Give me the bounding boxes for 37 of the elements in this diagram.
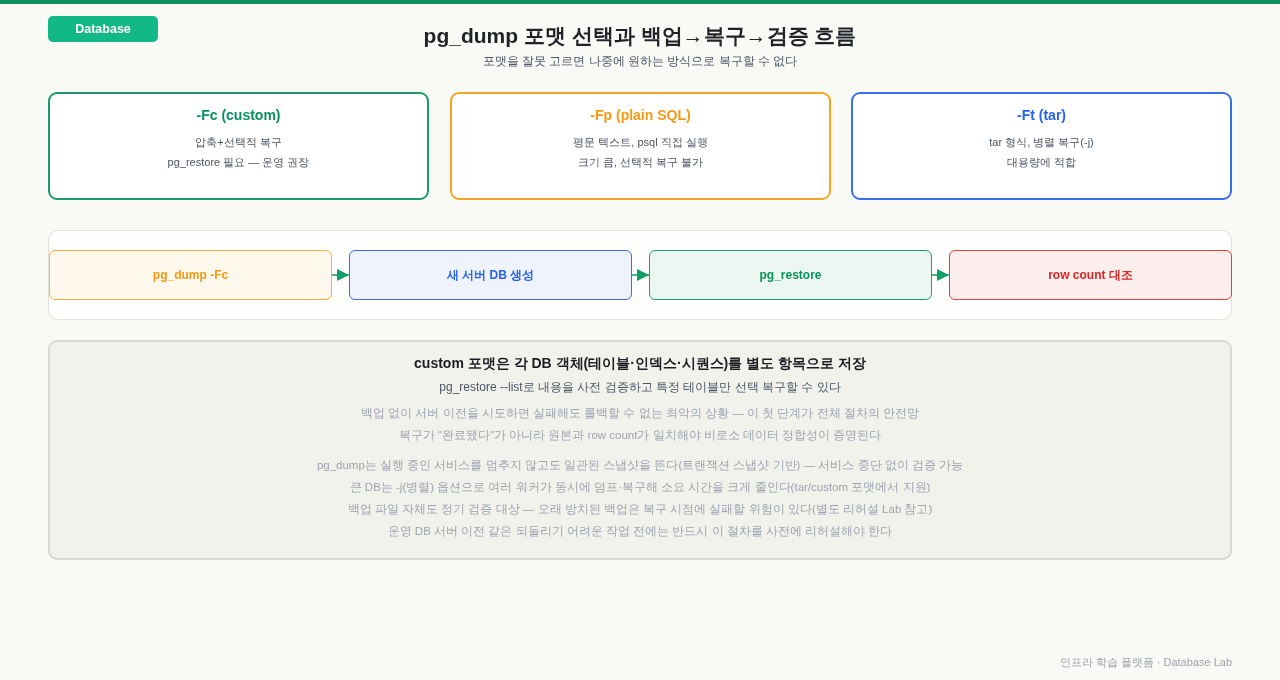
info-panel <box>48 340 1232 560</box>
process-step <box>349 250 632 300</box>
arrow <box>931 269 950 281</box>
panel-subheading: pg_restore --list로 내용을 사전 검증하고 특정 테이블만 선택 복구할 수 있다 <box>439 379 841 396</box>
step-label: pg_dump -Fc <box>152 267 229 283</box>
arrow <box>631 269 650 281</box>
card-description: 대용량에 적합 <box>1006 155 1077 170</box>
format-card <box>48 92 429 200</box>
card-title: -Fc (custom) <box>196 106 281 125</box>
note-text: 운영 DB 서버 이전 같은 되돌리기 어려운 작업 전에는 반드시 이 절차를 사전에 리허설해야 한다 <box>387 524 893 539</box>
arrow <box>331 269 350 281</box>
category-badge: Database <box>48 16 158 42</box>
note-text: pg_dump는 실행 중인 서비스를 멈추지 않고도 일관된 스냅샷을 뜬다(트랜잭션 스냅샷 기반) — 서비스 중단 없이 검증 가능 <box>316 458 964 473</box>
note-text: 백업 없이 서버 이전을 시도하면 실패해도 롤백할 수 없는 최악의 상황 — 이 첫 단계가 전체 절차의 안전망 <box>361 406 919 421</box>
card-description: 평문 텍스트, psql 직접 실행 <box>573 135 708 150</box>
card-title: -Ft (tar) <box>1017 106 1066 125</box>
card-description: pg_restore 필요 — 운영 권장 <box>167 155 310 170</box>
note-text: 복구가 "완료됐다"가 아니라 원본과 row count가 일치해야 비로소 데이터 정합성이 증명된다 <box>398 428 882 443</box>
card-description: 압축+선택적 복구 <box>195 135 282 150</box>
step-label: 새 서버 DB 생성 <box>446 267 535 283</box>
subtitle: 포맷을 잘못 고르면 나중에 원하는 방식으로 복구할 수 없다 <box>482 53 798 70</box>
note-text: 백업 파일 자체도 정기 검증 대상 — 오래 방치된 백업은 복구 시점에 실패할 위험이 있다(별도 리허설 Lab 참고) <box>347 502 933 517</box>
format-card <box>450 92 831 200</box>
format-card <box>851 92 1232 200</box>
flow-panel <box>48 230 1232 320</box>
page-title: pg_dump 포맷 선택과 백업→복구→검증 흐름 <box>423 23 857 49</box>
panel-heading: custom 포맷은 각 DB 객체(테이블·인덱스·시퀀스)를 별도 항목으로 저장 <box>414 354 866 373</box>
process-step <box>949 250 1232 300</box>
process-step <box>49 250 332 300</box>
card-description: 크기 큼, 선택적 복구 불가 <box>577 155 704 170</box>
note-text: 큰 DB는 -j(병렬) 옵션으로 여러 워커가 동시에 덤프·복구해 소요 시간을 크게 줄인다(tar/custom 포맷에서 지원) <box>349 480 931 495</box>
card-title: -Fp (plain SQL) <box>590 106 691 125</box>
step-label: pg_restore <box>759 267 822 283</box>
step-label: row count 대조 <box>1048 267 1133 283</box>
card-description: tar 형식, 병렬 복구(-j) <box>989 135 1094 150</box>
footer-text: 인프라 학습 플랫폼 · Database Lab <box>1059 655 1232 670</box>
process-step <box>649 250 932 300</box>
